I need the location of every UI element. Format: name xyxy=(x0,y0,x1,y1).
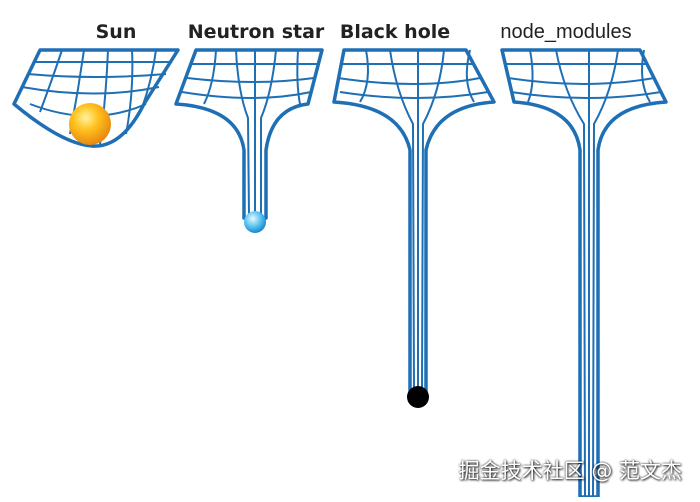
label-neutron-star: Neutron star xyxy=(187,21,325,43)
node-modules-spacetime-grid xyxy=(500,48,668,499)
watermark-text: 掘金技术社区 @ 范文杰 xyxy=(458,459,682,483)
sun-icon xyxy=(69,103,111,145)
sun-spacetime-grid xyxy=(12,48,180,148)
neutron-star-spacetime-grid xyxy=(174,48,324,220)
label-node-modules: node_modules xyxy=(500,21,632,43)
label-sun: Sun xyxy=(95,21,137,43)
label-black-hole: Black hole xyxy=(339,21,451,43)
black-hole-icon xyxy=(407,386,429,408)
black-hole-spacetime-grid xyxy=(332,48,496,394)
neutron-star-icon xyxy=(244,211,266,233)
